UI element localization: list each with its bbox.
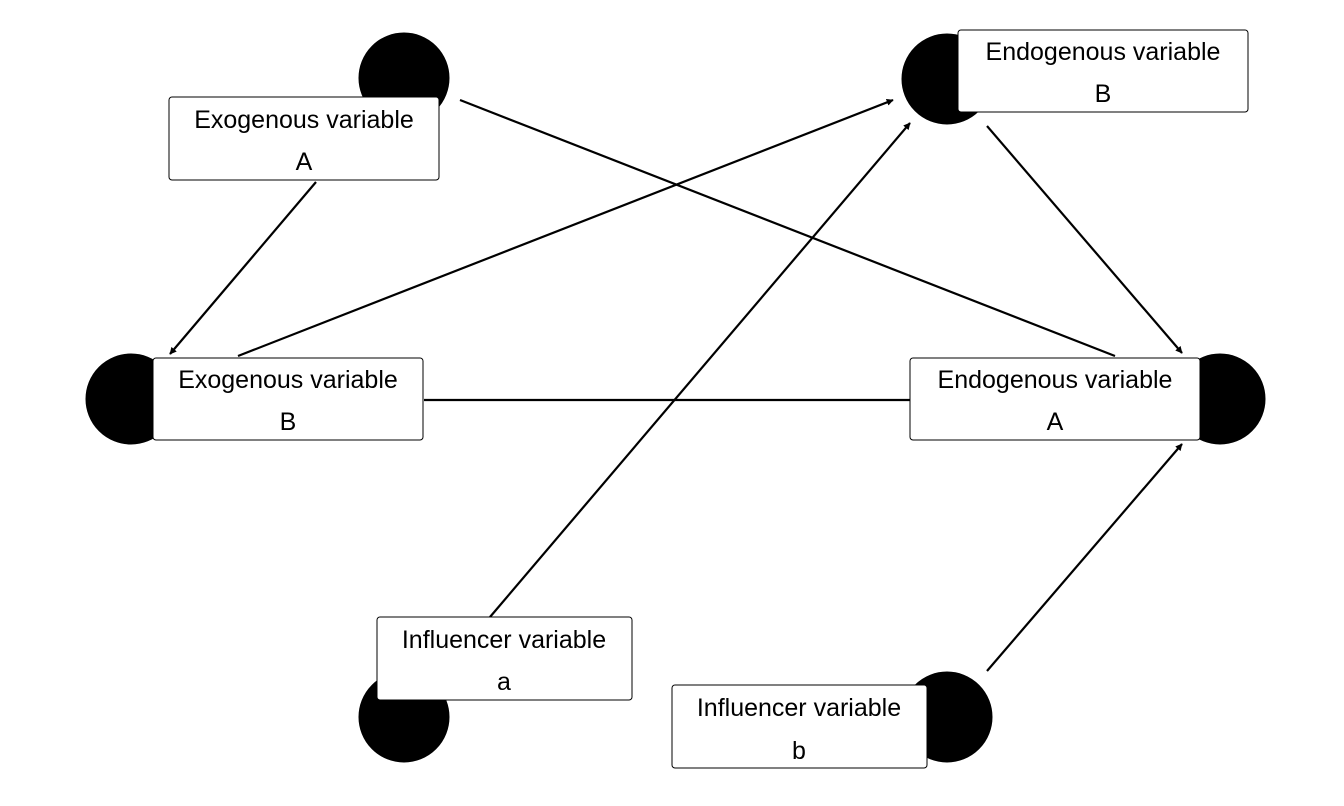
- node-label-line2: b: [792, 737, 806, 765]
- node-label-line2: B: [280, 408, 297, 436]
- node-label-line1: Influencer variable: [697, 694, 901, 722]
- node-label-line2: A: [296, 148, 313, 176]
- node-label-line1: Endogenous variable: [986, 38, 1221, 66]
- node-label-line2: a: [497, 668, 511, 696]
- node-label-box: [909, 357, 1201, 441]
- node-exogenous-a: Exogenous variable A: [168, 32, 450, 181]
- node-label-line2: A: [1047, 408, 1064, 436]
- node-endogenous-b: Endogenous variable B: [901, 29, 1249, 125]
- node-label-line2: B: [1095, 80, 1112, 108]
- node-label-box: [168, 96, 440, 181]
- edge-exoA-to-exoB: [169, 181, 317, 355]
- node-label-line1: Exogenous variable: [194, 106, 414, 134]
- edge-exoA-to-endoA: [459, 98, 1116, 358]
- node-label-line1: Endogenous variable: [938, 366, 1173, 394]
- node-label-box: [671, 684, 928, 769]
- node-label-line1: Influencer variable: [402, 626, 606, 654]
- edges-layer: [169, 98, 1183, 672]
- edge-endoB-to-endoA: [986, 125, 1183, 354]
- edge-exoB-to-endoB: [237, 98, 894, 358]
- node-endogenous-a: Endogenous variable A: [909, 353, 1266, 445]
- node-label-box: [152, 357, 424, 441]
- edge-infB-to-endoA: [986, 443, 1183, 672]
- node-label-line1: Exogenous variable: [178, 366, 398, 394]
- node-exogenous-b: Exogenous variable B: [85, 353, 424, 445]
- node-influencer-a: Influencer variable a: [358, 616, 633, 763]
- edge-infA-to-endoB: [489, 122, 911, 618]
- node-influencer-b: Influencer variable b: [671, 671, 993, 769]
- node-label-box: [957, 29, 1249, 113]
- node-label-box: [376, 616, 633, 701]
